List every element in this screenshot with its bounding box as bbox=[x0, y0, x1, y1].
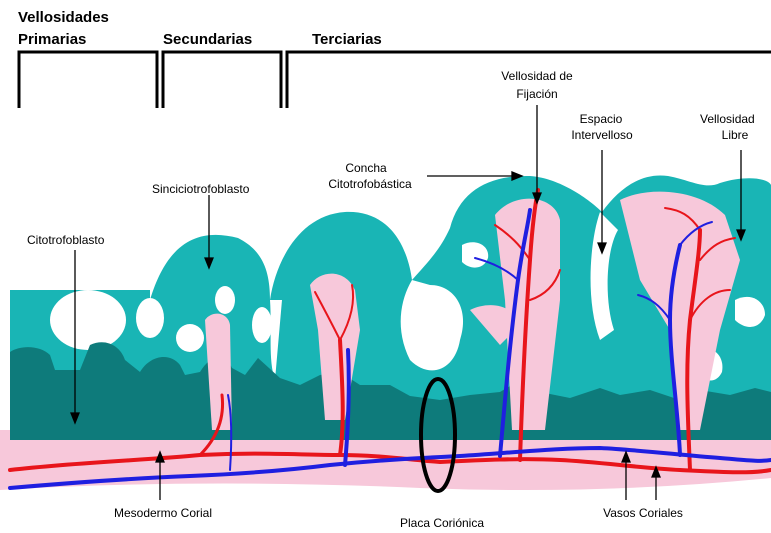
label-concha-line1: Concha bbox=[345, 161, 387, 175]
label-fijacion-line2: Fijación bbox=[516, 87, 557, 101]
label-espacio-line2: Intervelloso bbox=[571, 128, 633, 142]
label-espacio-line1: Espacio bbox=[580, 112, 623, 126]
label-sinciciotrofoblasto: Sinciciotrofoblasto bbox=[152, 182, 250, 196]
bracket-primarias bbox=[19, 52, 157, 108]
header-vellosidades: Vellosidades bbox=[18, 9, 109, 26]
header-secundarias: Secundarias bbox=[163, 31, 252, 48]
label-fijacion-line1: Vellosidad de bbox=[501, 69, 573, 83]
header-primarias: Primarias bbox=[18, 31, 86, 48]
label-libre-line2: Libre bbox=[722, 128, 749, 142]
label-concha-line2: Citotrofobástica bbox=[328, 177, 412, 191]
label-mesodermo-corial: Mesodermo Corial bbox=[114, 506, 212, 520]
header-brackets bbox=[19, 52, 771, 108]
label-placa-corionica: Placa Coriónica bbox=[400, 516, 484, 530]
bracket-secundarias bbox=[163, 52, 281, 108]
label-vasos-coriales: Vasos Coriales bbox=[603, 506, 683, 520]
label-citotrofoblasto: Citotrofoblasto bbox=[27, 233, 105, 247]
label-libre-line1: Vellosidad bbox=[700, 112, 755, 126]
header-terciarias: Terciarias bbox=[312, 31, 382, 48]
